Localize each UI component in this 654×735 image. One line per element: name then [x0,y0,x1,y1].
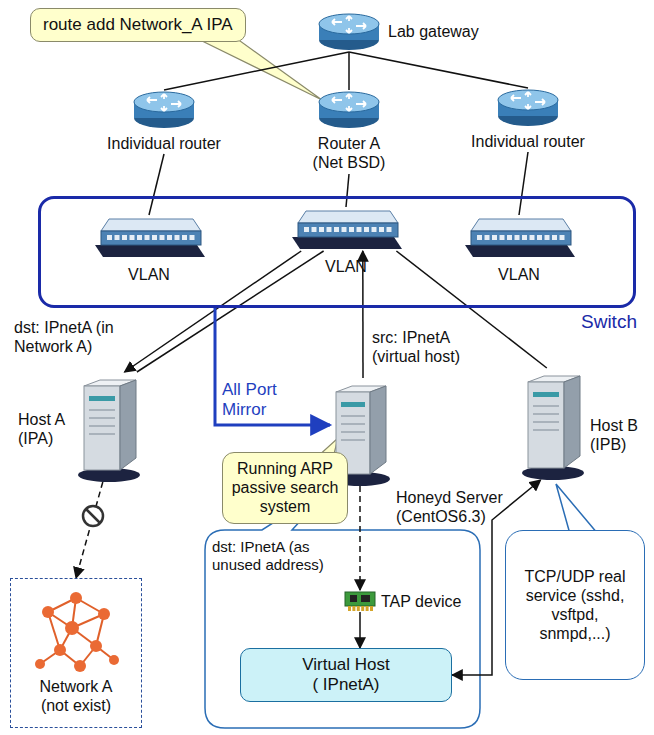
node-label: Host A (IPA) [18,410,72,448]
node-label: Network A (not exist) [26,677,126,715]
router-icon-graphic [497,88,559,128]
edge-label: dst: IPnetA (as unused address) [212,538,352,574]
node-label: Individual router [99,134,229,153]
callout-tail [556,484,598,534]
vlan-switch: VLAN [463,215,575,259]
vlan-switch-graphic [290,207,402,251]
edge-label: All Port Mirror [222,380,294,421]
connector [215,308,330,425]
command-callout: route add Network_A IPA [30,8,246,42]
node-label: Running ARP passive search system [231,459,339,517]
service-callout: TCP/UDP real service (sshd, vsftpd, snmp… [505,530,645,680]
router-icon: Individual router [133,90,195,130]
vlan-switch: VLAN [93,215,205,259]
tap-device: TAP device [345,590,375,612]
connector [349,52,528,88]
network-graphic-nodes [35,592,119,672]
server-icon-graphic [522,368,584,480]
vlan-switch: VLAN [290,207,402,251]
edge-label: dst: IPnetA (in Network A) [14,318,134,356]
node-label: Router A (Net BSD) [307,134,391,172]
node-label: Individual router [463,132,593,151]
connector [164,52,349,90]
router-icon-graphic [318,12,380,52]
network-region: Network A (not exist) [10,578,142,728]
vlan-switch-graphic [93,215,205,259]
server-icon: Host A (IPA) [78,372,140,482]
node-label: Lab gateway [388,22,479,41]
router-icon-graphic [133,90,195,130]
router-icon: Individual router [497,88,559,128]
prohibited-symbol [83,506,103,526]
router-icon: Router A (Net BSD) [318,90,380,130]
node-label: Honeyd Server (CentOS6.3) [396,488,516,526]
connector [359,612,361,648]
connector [149,154,164,215]
node-label: VLAN [93,265,205,284]
node-label: TAP device [381,592,461,611]
node-label: route add Network_A IPA [43,15,233,35]
node-label: Host B (IPB) [590,416,644,454]
callout-tail [196,38,322,100]
server-icon-graphic [78,372,140,482]
connector [76,482,103,578]
edge-label: src: IPnetA (virtual host) [372,328,482,366]
node-label: TCP/UDP real service (sshd, vsftpd, snmp… [519,567,631,644]
switch-group: VLANVLANVLANSwitch [38,196,636,308]
vlan-switch-graphic [463,215,575,259]
network-graphic [40,598,114,666]
node-label: VLAN [463,265,575,284]
router-icon-graphic [318,90,380,130]
connector [346,174,349,207]
server-icon: Host B (IPB) [522,368,584,480]
connector [359,486,361,590]
tap-device-graphic [345,590,375,612]
router-icon: Lab gateway [318,12,380,52]
connector [348,52,350,90]
node-label: Switch [581,311,637,334]
connector [519,152,528,215]
node-label: VLAN [290,257,402,276]
system-callout: Running ARP passive search system [222,452,348,524]
node-label: Virtual Host ( IPnetA) [299,655,394,696]
virtual-host-box: Virtual Host ( IPnetA) [240,648,452,702]
